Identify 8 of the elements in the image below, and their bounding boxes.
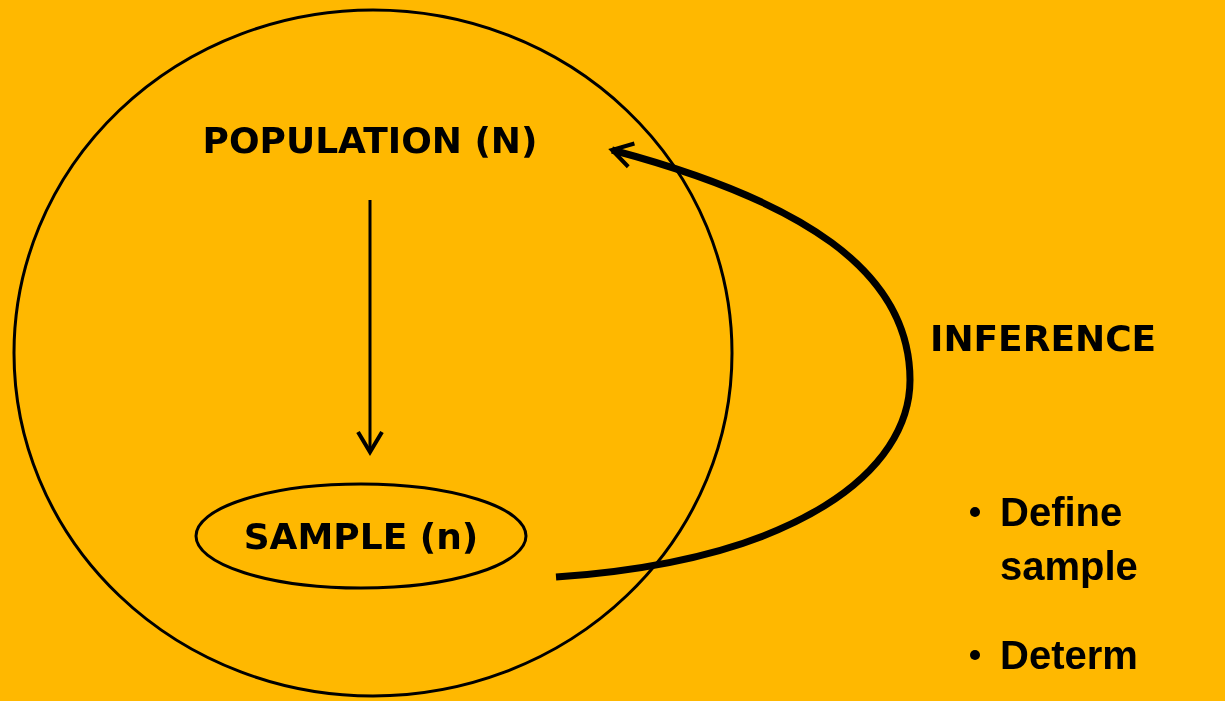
arrow bbox=[555, 141, 914, 581]
arrow bbox=[356, 200, 384, 454]
population-label: POPULATION (N) bbox=[140, 105, 600, 175]
bullet-text: Define sample bbox=[1000, 489, 1139, 590]
bullet-text: Determ bbox=[1000, 632, 1139, 679]
sample-ellipse bbox=[194, 482, 528, 590]
node-text: SAMPLE (n) bbox=[243, 515, 479, 557]
circle-outline bbox=[12, 8, 734, 698]
